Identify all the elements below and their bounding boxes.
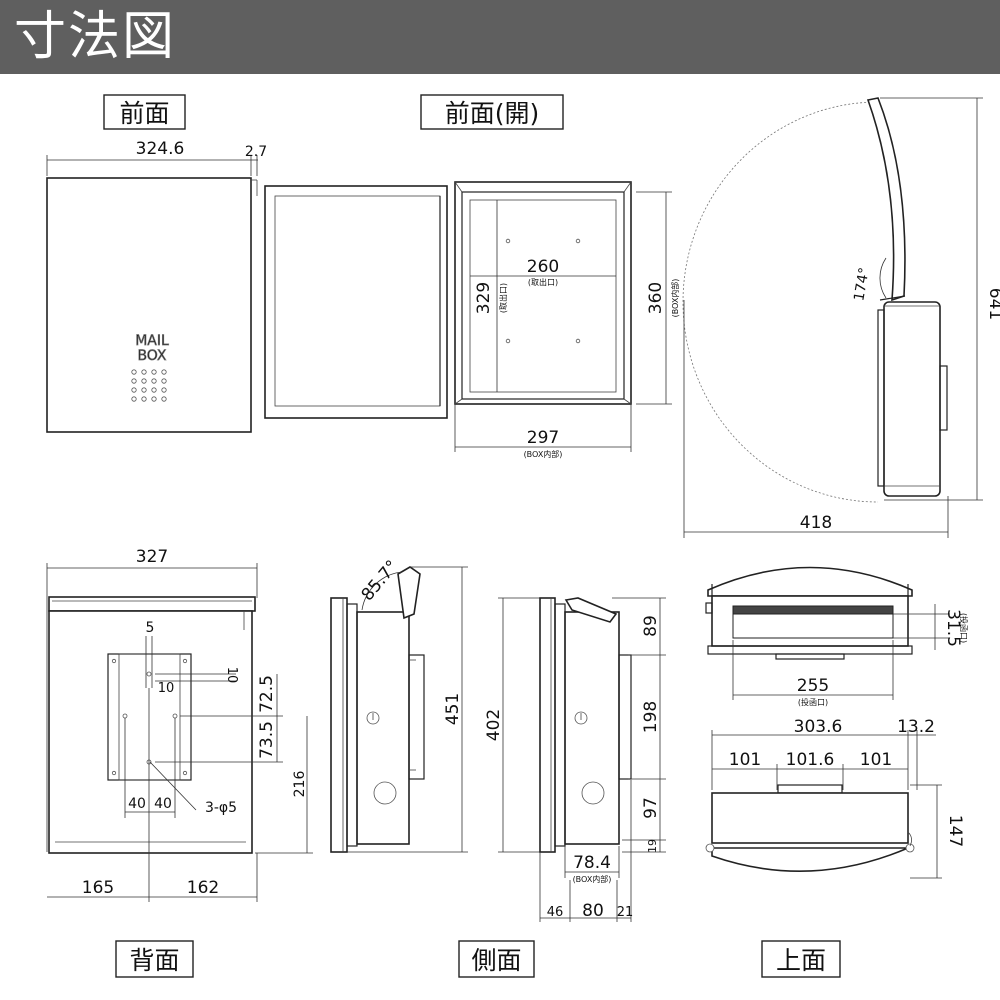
top-view: 31.5 (投函口) 255 (投函口) 303.6 13.2 101 101.…	[705, 566, 969, 978]
side-dim-89: 89	[641, 615, 661, 637]
front-label-box	[103, 94, 186, 130]
top-dim-303-6: 303.6	[794, 717, 843, 737]
opening-height-value: 329	[474, 282, 494, 314]
back-dim-40a: 40	[128, 796, 146, 812]
side-dim-97: 97	[641, 797, 661, 819]
back-label-box	[115, 940, 194, 978]
back-dim-72-5: 72.5	[257, 675, 277, 713]
top-dim-13-2: 13.2	[897, 717, 935, 737]
opening-width-value: 260	[527, 257, 559, 277]
inner-width-value: 297	[527, 428, 559, 448]
side-dim-402: 402	[484, 709, 504, 741]
top-label: 上面	[776, 946, 826, 975]
side-view: 85.7° 451 402 89 1	[330, 557, 666, 978]
front-label: 前面	[119, 99, 169, 128]
top-lid-curve	[707, 566, 913, 597]
top-dim-101b: 101	[860, 750, 892, 770]
back-dim-5: 5	[146, 620, 155, 636]
mailbox-logo-line1: MAIL	[135, 333, 169, 349]
box-body	[454, 181, 632, 405]
side2-back-plate	[539, 597, 556, 853]
page-title: 寸法図	[14, 7, 177, 67]
top-dim-147: 147	[945, 815, 965, 847]
top-dim-255: 255	[797, 676, 829, 696]
back-view: 327 5 10 10 72.5	[46, 547, 313, 978]
open-angle-value: 174°	[851, 266, 873, 302]
opening-height-note: (取出口)	[498, 283, 508, 313]
side-dim-198: 198	[641, 701, 661, 733]
back-top-cap	[48, 596, 256, 612]
side-open-view: 174° 641 418	[682, 97, 1000, 538]
back-dim-216: 216	[292, 771, 308, 798]
top-dim-101a: 101	[729, 750, 761, 770]
back-dim-73-5: 73.5	[257, 721, 277, 759]
front-open-label-box	[420, 94, 564, 130]
opening-width-note: (取出口)	[528, 277, 558, 287]
side-dim-451: 451	[443, 693, 463, 725]
open-lid	[866, 97, 906, 302]
mailbox-logo-line2: BOX	[137, 348, 166, 364]
front-open-view: 前面(開) 260 (取出口) 329 (取出口)	[264, 94, 680, 459]
top-closed-body	[711, 792, 909, 844]
top-label-box	[761, 940, 841, 978]
front-gap-value: 2.7	[245, 144, 267, 160]
back-dim-10a: 10	[224, 667, 239, 684]
side-label: 側面	[471, 946, 521, 975]
side-dim-80: 80	[582, 901, 604, 921]
side-body	[356, 611, 410, 845]
keypad-dots	[131, 369, 167, 402]
top-dim-255-note: (投函口)	[798, 697, 828, 707]
side-dim-19: 19	[646, 839, 659, 853]
top-closed-lid	[711, 847, 909, 872]
side-dim-21: 21	[617, 905, 634, 920]
back-panel	[48, 610, 253, 854]
back-dim-10b: 10	[158, 681, 175, 696]
open-depth-value: 418	[800, 513, 832, 533]
side2-body	[564, 611, 620, 845]
header-bar: 寸法図	[0, 0, 1000, 74]
back-label: 背面	[129, 946, 179, 975]
back-dim-40b: 40	[154, 796, 172, 812]
open-height-value: 641	[985, 288, 1000, 320]
front-view: 前面 324.6 2.7 MAIL BOX	[46, 94, 267, 433]
front-width-value: 324.6	[136, 139, 185, 159]
side-open-body	[883, 301, 941, 497]
door-swing-arc	[682, 101, 879, 503]
side-label-box	[458, 940, 535, 978]
back-dim-162: 162	[187, 878, 219, 898]
top-dim-101-6: 101.6	[786, 750, 835, 770]
top-slot-value: 31.5	[943, 609, 963, 647]
front-open-label: 前面(開)	[445, 99, 540, 128]
side-flap	[397, 566, 421, 620]
top-slot-note: (投函口)	[959, 613, 969, 643]
side-angle-value: 85.7°	[358, 557, 403, 605]
side2-flap	[564, 597, 618, 623]
side-back-plate	[330, 597, 348, 853]
inner-width-note: (BOX内部)	[524, 449, 563, 459]
back-dim-165: 165	[82, 878, 114, 898]
back-width-value: 327	[136, 547, 168, 567]
back-hole-callout: 3-φ5	[205, 800, 237, 816]
side-dim-46: 46	[547, 905, 564, 920]
inner-height-value: 360	[646, 282, 666, 314]
inner-height-note: (BOX内部)	[670, 279, 680, 318]
front-panel	[46, 177, 252, 433]
open-door	[264, 185, 448, 419]
side-dim-78-4: 78.4	[573, 853, 611, 873]
side-dim-78-4-note: (BOX内部)	[573, 874, 612, 884]
